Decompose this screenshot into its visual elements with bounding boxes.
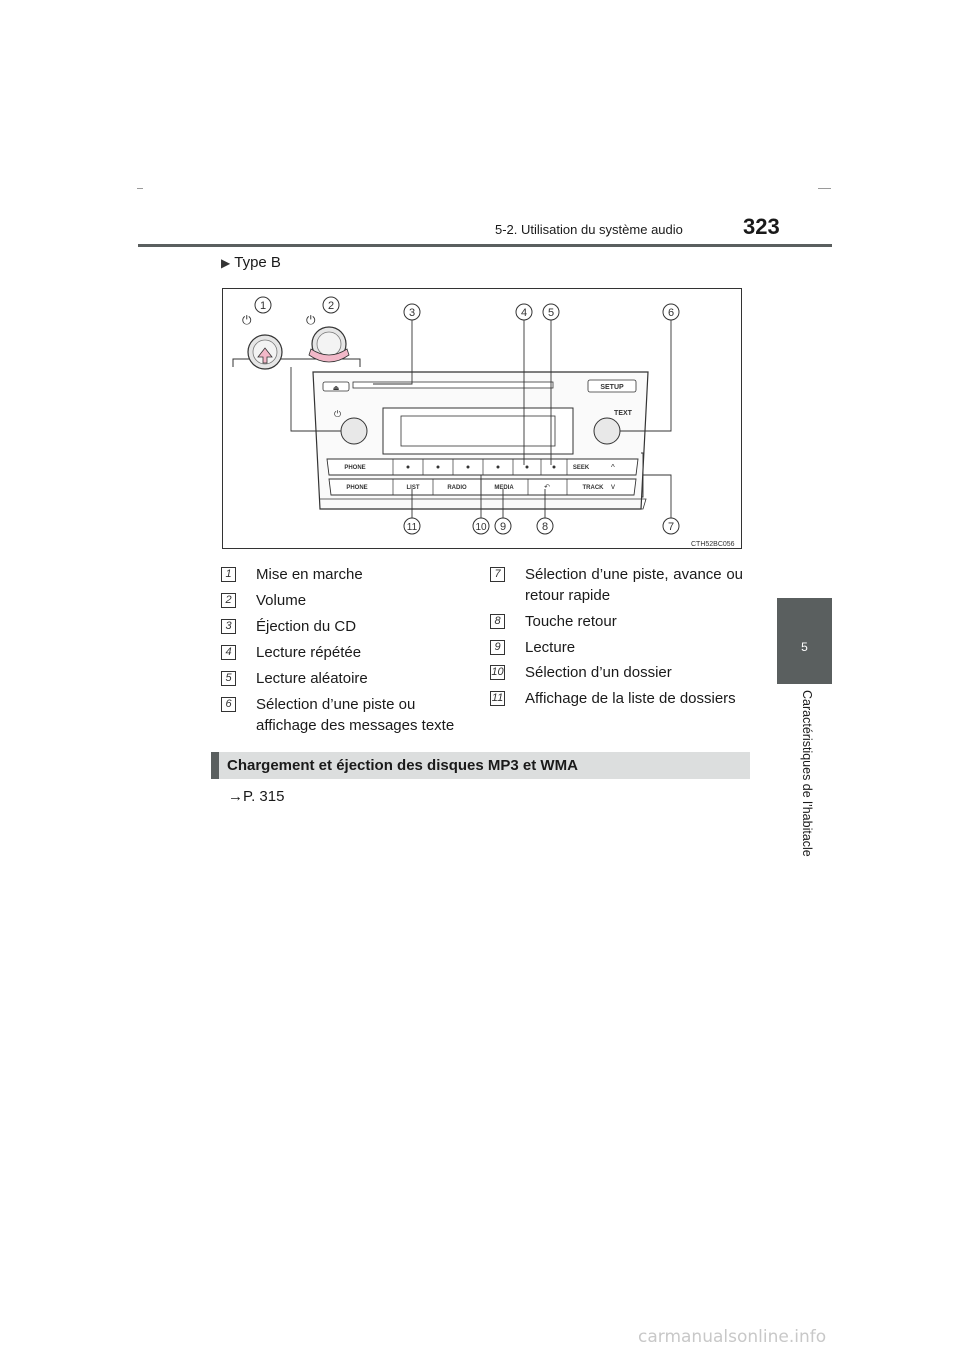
callout-5: 5 xyxy=(548,307,554,319)
phone-bottom-label: PHONE xyxy=(346,485,367,491)
legend-number: 7 xyxy=(490,567,505,582)
track-label: TRACK xyxy=(583,485,605,491)
leader-lines xyxy=(290,320,672,518)
page-reference: →P. 315 xyxy=(228,788,285,805)
legend-text: Lecture répétée xyxy=(256,644,362,661)
legend-text: Éjection du CD xyxy=(256,618,357,635)
preset-dots xyxy=(406,465,556,469)
power-icon-2: ⏻ xyxy=(306,313,316,327)
callout-3: 3 xyxy=(409,307,415,319)
section-heading: Chargement et éjection des disques MP3 e… xyxy=(211,752,750,779)
button-row-top xyxy=(326,458,639,476)
eject-icon: ⏏ xyxy=(333,385,340,392)
seek-label: SEEK xyxy=(573,465,590,471)
legend-text: Lecture aléatoire xyxy=(256,670,368,687)
back-icon: ↶ xyxy=(544,484,550,491)
legend-text: Affichage de la liste de dossiers xyxy=(525,690,736,707)
type-label-text: Type B xyxy=(234,254,281,271)
crop-mark-right xyxy=(818,188,831,189)
legend-text: Sélection d’une piste, avance ou retour … xyxy=(525,566,743,604)
callout-8: 8 xyxy=(542,521,548,533)
callout-6: 6 xyxy=(668,307,674,319)
legend-text: Volume xyxy=(256,592,307,609)
legend-item-8: 8 Touche retour xyxy=(490,611,743,632)
watermark: carmanualsonline.info xyxy=(638,1327,827,1347)
chapter-tab xyxy=(777,598,832,684)
callout-7: 7 xyxy=(668,521,674,533)
callout-11: 11 xyxy=(407,522,418,533)
legend-number: 1 xyxy=(221,567,236,582)
type-label: ▶Type B xyxy=(221,254,281,271)
chapter-number: 5 xyxy=(801,640,808,654)
header-rule xyxy=(138,244,832,247)
display-screen xyxy=(400,415,556,447)
legend-item-1: 1 Mise en marche xyxy=(221,564,471,585)
legend-number: 3 xyxy=(221,619,236,634)
legend-item-4: 4 Lecture répétée xyxy=(221,642,471,663)
eject-button xyxy=(322,381,350,392)
legend-text: Sélection d’une piste ou affichage des m… xyxy=(256,696,455,734)
callout-10: 10 xyxy=(475,522,487,533)
callout-1: 1 xyxy=(260,300,266,312)
button-row-bottom xyxy=(328,478,637,496)
legend-number: 5 xyxy=(221,671,236,686)
callout-numbers: 1 2 3 4 5 6 7 8 9 10 11 xyxy=(260,300,674,533)
chevron-down-icon: v xyxy=(611,482,615,491)
legend-number: 2 xyxy=(221,593,236,608)
legend-item-11: 11 Affichage de la liste de dossiers xyxy=(490,688,743,709)
legend-number: 11 xyxy=(490,691,505,706)
legend-number: 9 xyxy=(490,640,505,655)
callout-4: 4 xyxy=(521,307,527,319)
page-number: 323 xyxy=(743,214,780,239)
legend-number: 4 xyxy=(221,645,236,660)
list-label: LIST xyxy=(407,485,420,491)
running-header-section: 5-2. Utilisation du système audio xyxy=(495,222,683,237)
setup-label: SETUP xyxy=(600,384,624,391)
legend-text: Lecture xyxy=(525,639,576,656)
media-label: MEDIA xyxy=(494,485,514,491)
legend-number: 10 xyxy=(490,665,505,680)
press-arrow-icon xyxy=(257,347,273,364)
audio-panel-illustration: ⏻ ⏻ 1 2 3 4 5 6 7 8 9 10 11 xyxy=(232,296,735,548)
phone-top-label: PHONE xyxy=(344,465,365,471)
legend-text: Mise en marche xyxy=(256,566,363,583)
audio-panel-figure: ⏻ ⏻ 1 2 3 4 5 6 7 8 9 10 11 xyxy=(222,288,742,549)
callout-2: 2 xyxy=(328,300,334,312)
legend-item-2: 2 Volume xyxy=(221,590,471,611)
image-code: CTH52BC056 xyxy=(691,541,735,548)
unit-tune-knob xyxy=(593,417,621,445)
power-icon: ⏻ xyxy=(242,313,252,327)
text-label: TEXT xyxy=(614,410,633,417)
legend-item-9: 9 Lecture xyxy=(490,637,743,658)
legend-item-5: 5 Lecture aléatoire xyxy=(221,668,471,689)
legend-text: Sélection d’un dossier xyxy=(525,664,672,681)
legend-item-6: 6 Sélection d’une piste ou affichage des… xyxy=(221,694,475,736)
knob-group-bracket xyxy=(232,358,361,367)
chevron-up-icon: ^ xyxy=(611,463,615,472)
legend-number: 6 xyxy=(221,697,236,712)
unit-power-knob xyxy=(340,417,368,445)
legend-item-7: 7 Sélection d’une piste, avance ou retou… xyxy=(490,564,743,606)
section-title: Chargement et éjection des disques MP3 e… xyxy=(227,757,578,774)
chapter-label: Caractéristiques de l’habitacle xyxy=(800,690,814,857)
rotate-arrow-icon xyxy=(308,348,350,363)
radio-label: RADIO xyxy=(447,485,467,491)
triangle-right-icon: ▶ xyxy=(221,256,231,270)
setup-button xyxy=(587,379,637,393)
svg-text:⏻: ⏻ xyxy=(334,409,341,419)
legend-item-3: 3 Éjection du CD xyxy=(221,616,471,637)
callout-9: 9 xyxy=(500,521,506,533)
cd-slot xyxy=(352,381,554,389)
legend-text: Touche retour xyxy=(525,613,617,630)
legend-number: 8 xyxy=(490,614,505,629)
legend-item-10: 10 Sélection d’un dossier xyxy=(490,662,743,683)
crop-mark-left xyxy=(137,188,143,189)
